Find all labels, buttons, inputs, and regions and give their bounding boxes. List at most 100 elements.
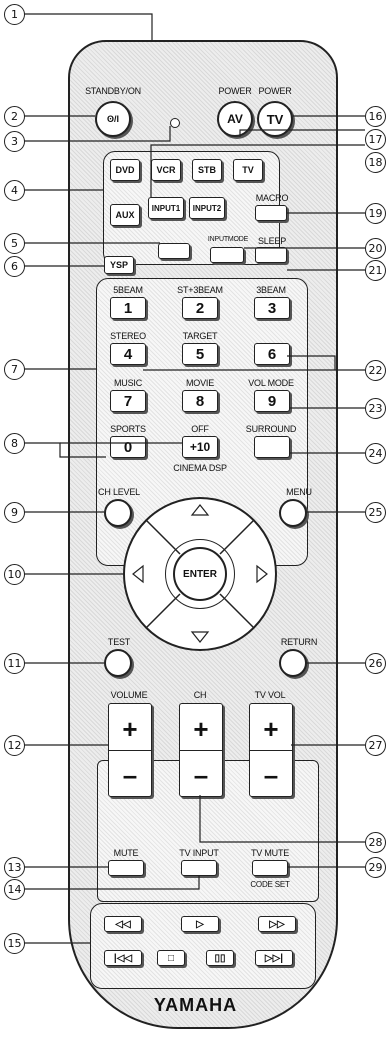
volume-rocker[interactable]: + – <box>108 703 152 797</box>
callout-7: 7 <box>4 359 25 380</box>
callout-2: 2 <box>4 106 25 127</box>
callout-5: 5 <box>4 233 25 254</box>
music-label: MUSIC <box>114 378 142 388</box>
callout-12: 12 <box>4 735 25 756</box>
down-arrow-icon <box>190 631 210 643</box>
power-icon: ʘ/I <box>106 114 119 124</box>
volume-down[interactable]: – <box>122 760 138 790</box>
standby-on-label: STANDBY/ON <box>85 86 141 96</box>
dvd-button[interactable]: DVD <box>110 159 140 181</box>
callout-25: 25 <box>365 502 386 523</box>
ch-rocker[interactable]: + – <box>179 703 223 797</box>
number-5-button[interactable]: 5 <box>182 343 218 365</box>
tv-mute-button[interactable] <box>252 860 288 876</box>
tv-vol-down[interactable]: – <box>263 760 279 790</box>
enter-button[interactable]: ENTER <box>173 547 227 601</box>
fast-forward-button[interactable]: ▷▷ <box>258 916 296 932</box>
ch-up[interactable]: + <box>193 714 209 744</box>
return-button[interactable] <box>279 649 307 677</box>
skip-back-button[interactable]: |◁◁ <box>104 950 142 966</box>
inputmode-label: INPUTMODE <box>207 236 249 243</box>
ch-level-button[interactable] <box>104 499 132 527</box>
tv-input-button[interactable] <box>181 860 217 876</box>
st3beam-label: ST+3BEAM <box>177 285 223 295</box>
indicator-led <box>170 118 180 128</box>
macro-button[interactable] <box>255 205 287 221</box>
number-2-button[interactable]: 2 <box>182 297 218 319</box>
play-button[interactable]: ▷ <box>181 916 219 932</box>
callout-28: 28 <box>365 832 386 853</box>
tv-power-button[interactable]: TV <box>257 101 293 137</box>
right-arrow-icon <box>256 564 268 584</box>
learn-button[interactable] <box>158 243 190 259</box>
ysp-button[interactable]: YSP <box>104 256 134 274</box>
ch-down[interactable]: – <box>193 760 209 790</box>
power-av-label: POWER <box>218 86 252 96</box>
vol-mode-label: VOL MODE <box>248 378 294 388</box>
callout-24: 24 <box>365 443 386 464</box>
target-label: TARGET <box>182 331 218 341</box>
callout-26: 26 <box>365 653 386 674</box>
stb-button[interactable]: STB <box>192 159 222 181</box>
av-power-label: AV <box>227 112 243 126</box>
brand-logo: YAMAHA <box>153 995 238 1015</box>
callout-6: 6 <box>4 256 25 277</box>
callout-27: 27 <box>365 735 386 756</box>
pause-button[interactable]: ▯▯ <box>206 950 234 966</box>
av-power-button[interactable]: AV <box>217 101 253 137</box>
play-icon: ▷ <box>196 918 204 930</box>
stop-button[interactable]: □ <box>157 950 185 966</box>
rewind-button[interactable]: ◁◁ <box>104 916 142 932</box>
stop-icon: □ <box>167 952 175 964</box>
input2-button[interactable]: INPUT2 <box>189 197 225 219</box>
aux-button[interactable]: AUX <box>110 204 140 226</box>
enter-label: ENTER <box>183 568 217 580</box>
ch-label: CH <box>193 690 207 700</box>
callout-1: 1 <box>4 4 25 25</box>
vcr-button[interactable]: VCR <box>151 159 181 181</box>
power-tv-label: POWER <box>258 86 292 96</box>
number-6-button[interactable]: 6 <box>254 343 290 365</box>
number-7-button[interactable]: 7 <box>110 390 146 412</box>
mute-button[interactable] <box>108 860 144 876</box>
callout-3: 3 <box>4 131 25 152</box>
number-0-button[interactable]: 0 <box>110 436 146 458</box>
callout-9: 9 <box>4 502 25 523</box>
standby-on-button[interactable]: ʘ/I <box>95 101 131 137</box>
tv-button[interactable]: TV <box>233 159 263 181</box>
sports-label: SPORTS <box>110 424 146 434</box>
skip-back-icon: |◁◁ <box>113 952 133 964</box>
input1-button[interactable]: INPUT1 <box>148 197 184 219</box>
callout-15: 15 <box>4 933 25 954</box>
test-button[interactable] <box>104 649 132 677</box>
callout-22: 22 <box>365 360 386 381</box>
menu-button[interactable] <box>279 499 307 527</box>
surround-label: SURROUND <box>245 424 297 434</box>
plus10-button[interactable]: +10 <box>182 436 218 458</box>
number-8-button[interactable]: 8 <box>182 390 218 412</box>
volume-up[interactable]: + <box>122 714 138 744</box>
tv-input-label: TV INPUT <box>179 848 219 858</box>
number-3-button[interactable]: 3 <box>254 297 290 319</box>
rewind-icon: ◁◁ <box>115 918 131 930</box>
stereo-label: STEREO <box>110 331 146 341</box>
cinema-dsp-label: CINEMA DSP <box>173 463 227 473</box>
up-arrow-icon <box>190 504 210 516</box>
surround-button[interactable] <box>254 436 290 458</box>
macro-label: MACRO <box>255 193 289 203</box>
volume-label: VOLUME <box>110 690 148 700</box>
inputmode-button[interactable] <box>210 247 244 263</box>
callout-20: 20 <box>365 238 386 259</box>
test-label: TEST <box>107 637 131 647</box>
skip-forward-button[interactable]: ▷▷| <box>255 950 293 966</box>
number-1-button[interactable]: 1 <box>110 297 146 319</box>
tv-vol-rocker[interactable]: + – <box>249 703 293 797</box>
callout-16: 16 <box>365 106 386 127</box>
number-4-button[interactable]: 4 <box>110 343 146 365</box>
number-9-button[interactable]: 9 <box>254 390 290 412</box>
left-arrow-icon <box>132 564 144 584</box>
callout-14: 14 <box>4 879 25 900</box>
tv-vol-up[interactable]: + <box>263 714 279 744</box>
